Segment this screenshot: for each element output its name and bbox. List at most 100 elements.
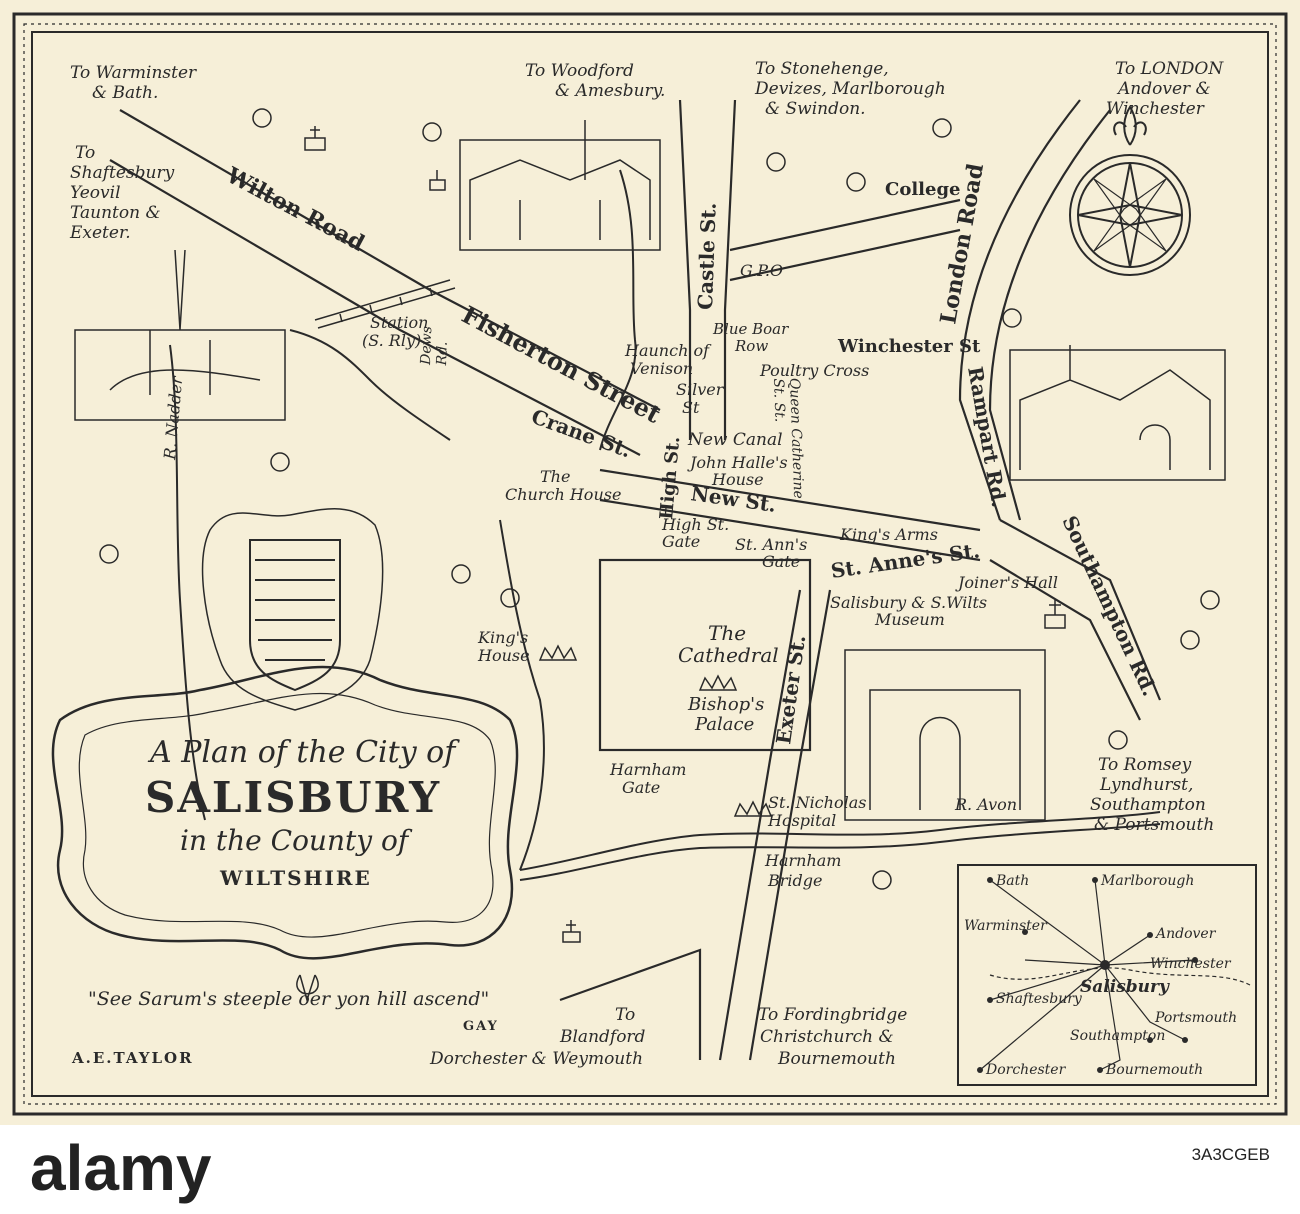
landmark-high-st-gate: High St.Gate [661, 515, 729, 551]
landmark-kings-arms: King's Arms [839, 525, 938, 544]
cartouche: A Plan of the City of SALISBURY in the C… [51, 665, 519, 1003]
cathedral-close-outline [598, 558, 812, 752]
direction-warminster: To Warminster& Bath. [70, 63, 197, 103]
inset-town-salisbury: Salisbury [1080, 977, 1170, 997]
tree-icon [846, 172, 866, 192]
college-line-2 [729, 228, 961, 282]
street-devizes-rd: DewsRd. [418, 326, 451, 367]
rivers [169, 169, 1161, 881]
inset-town-shaftesbury: Shaftesbury [996, 991, 1083, 1007]
street-college: College [885, 179, 961, 200]
quote-attribution: GAY [463, 1019, 499, 1034]
quote-text: "See Sarum's steeple oer yon hill ascend… [88, 988, 489, 1010]
cartouche-frame [51, 665, 519, 960]
roads [109, 99, 1162, 1061]
street-new-canal: New Canal [687, 430, 783, 450]
street-rampart-rd: Rampart Rd. [963, 365, 1011, 509]
inset-town-southampton: Southampton [1070, 1028, 1165, 1044]
inset-map: Bath Marlborough Warminster Andover Winc… [957, 864, 1257, 1086]
river-avon-line-2 [519, 823, 1161, 881]
st-annes-gate-sketch [844, 649, 1046, 821]
map-border [12, 12, 1288, 1116]
tree-icon [422, 122, 442, 142]
tree-symbols [99, 108, 1220, 890]
landmark-joiners-hall: Joiner's Hall [955, 573, 1058, 592]
inset-town-bournemouth: Bournemouth [1105, 1062, 1203, 1078]
river-nadder-label: R. Nadder [160, 374, 186, 461]
tree-icon [99, 544, 119, 564]
inset-town-dorchester: Dorchester [985, 1062, 1067, 1078]
shell-icon [296, 974, 319, 1003]
new-st-line-2 [599, 498, 981, 562]
compass-rose [1069, 105, 1191, 276]
inset-town-portsmouth: Portsmouth [1154, 1010, 1237, 1026]
tree-icon [500, 588, 520, 608]
coat-of-arms [201, 508, 384, 711]
new-st-line [599, 468, 981, 532]
river-avon-line [519, 811, 1161, 871]
inset-town-andover: Andover [1154, 926, 1217, 942]
wilton-road-line-2 [109, 159, 641, 456]
church-icon [304, 126, 326, 151]
tree-icon [1002, 308, 1022, 328]
church-icon [429, 170, 446, 191]
railway-icon [314, 279, 456, 329]
inset-town-warminster: Warminster [964, 918, 1048, 934]
tree-icon [932, 118, 952, 138]
direction-stonehenge: To Stonehenge,Devizes, Marlborough& Swin… [754, 59, 946, 119]
tree-icon [451, 564, 471, 584]
street-queen-st: Queen CatherineSt. St. [770, 378, 806, 500]
landmark-poultry-cross: Poultry Cross [759, 361, 869, 380]
vignette-sketches [74, 120, 1226, 821]
exeter-st-line-2 [748, 589, 832, 1061]
street-high-st: High St. [656, 436, 684, 521]
river-nadder-line [169, 344, 206, 821]
crown-icon [698, 674, 738, 691]
watermark-strip [0, 1125, 1300, 1214]
street-winchester-st: Winchester St [837, 336, 981, 357]
cartouche-line1: A Plan of the City of [147, 735, 460, 770]
river-west-line [499, 519, 545, 871]
watermark: alamy 3A3CGEB [30, 1132, 1270, 1204]
river-channel-line-2 [289, 329, 451, 441]
river-avon-label: R. Avon [954, 795, 1017, 814]
tree-icon [766, 152, 786, 172]
watermark-logo: alamy [30, 1132, 212, 1204]
landmark-symbols [304, 126, 1066, 943]
london-road-line [958, 99, 1081, 521]
church-icon [562, 920, 581, 943]
street-wilton-road: Wilton Road [221, 162, 368, 257]
artist-signature: A.E.TAYLOR [71, 1049, 194, 1067]
college-line [729, 198, 961, 252]
landmark-gpo: G.P.O [740, 261, 783, 280]
street-castle-st: Castle St. [693, 202, 721, 310]
cartouche-inner [78, 692, 496, 938]
street-crane-st: Crane St. [528, 404, 634, 462]
exeter-st-line [718, 589, 802, 1061]
tree-icon [1200, 590, 1220, 610]
fleur-de-lis-icon [1113, 105, 1147, 146]
tree-icon [270, 452, 290, 472]
inset-town-bath: Bath [995, 873, 1029, 889]
poultry-cross-sketch [459, 139, 661, 251]
cartouche-line3: in the County of [180, 824, 413, 857]
crown-icon [538, 644, 578, 661]
tree-icon [252, 108, 272, 128]
southampton-rd-line [999, 519, 1162, 701]
landmark-station: Station(S. Rly) [362, 313, 428, 350]
tree-icon [1180, 630, 1200, 650]
